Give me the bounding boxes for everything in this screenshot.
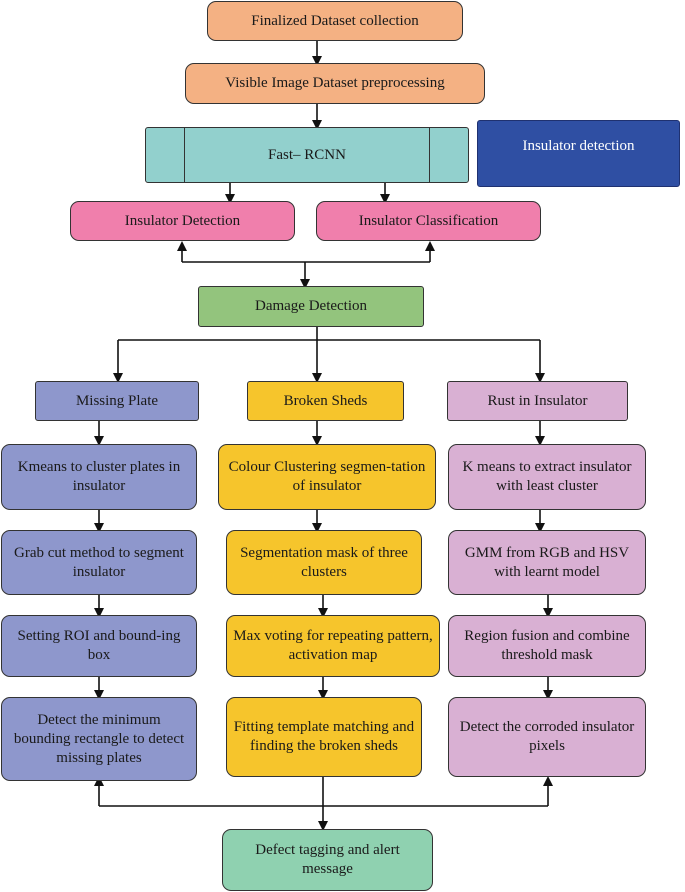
fast-rcnn-label: Fast– RCNN (268, 146, 346, 163)
grab-cut-box: Grab cut method to segment insulator (1, 530, 197, 595)
colour-clustering-label: Colour Clustering segmen-tation of insul… (228, 459, 426, 494)
template-matching-label: Fitting template matching and finding th… (233, 719, 415, 754)
gmm-box: GMM from RGB and HSV with learnt model (448, 530, 646, 595)
kmeans-cluster-plates-label: Kmeans to cluster plates in insulator (17, 459, 181, 494)
defect-tagging-label: Defect tagging and alert message (255, 842, 400, 877)
rust-in-insulator-box: Rust in Insulator (447, 381, 628, 421)
segmentation-mask-box: Segmentation mask of three clusters (226, 530, 422, 595)
fast-rcnn-left-bar (184, 128, 185, 182)
missing-plate-box: Missing Plate (35, 381, 199, 421)
corroded-pixels-label: Detect the corroded insulator pixels (459, 719, 635, 754)
preprocessing-label: Visible Image Dataset preprocessing (225, 75, 445, 91)
missing-plate-label: Missing Plate (75, 392, 159, 409)
grab-cut-label: Grab cut method to segment insulator (14, 544, 184, 580)
defect-tagging-box: Defect tagging and alert message (222, 829, 433, 891)
insulator-detection-label: Insulator Detection (124, 212, 241, 229)
max-voting-box: Max voting for repeating pattern, activa… (226, 615, 440, 677)
finalized-dataset-label: Finalized Dataset collection (251, 12, 419, 29)
insulator-classification-box: Insulator Classification (316, 201, 541, 241)
preprocessing-box: Visible Image Dataset preprocessing (185, 63, 485, 104)
broken-sheds-label: Broken Sheds (283, 392, 368, 409)
broken-sheds-box: Broken Sheds (247, 381, 404, 421)
colour-clustering-box: Colour Clustering segmen-tation of insul… (218, 444, 436, 510)
fast-rcnn-right-bar (429, 128, 430, 182)
kmeans-extract-label: K means to extract insulator with least … (462, 459, 632, 494)
min-bounding-rectangle-label: Detect the minimum bounding rectangle to… (13, 711, 185, 766)
region-fusion-box: Region fusion and combine threshold mask (448, 615, 646, 677)
max-voting-label: Max voting for repeating pattern, activa… (233, 628, 433, 663)
damage-detection-label: Damage Detection (254, 298, 368, 314)
insulator-classification-label: Insulator Classification (358, 212, 499, 229)
insulator-detection-box: Insulator Detection (70, 201, 295, 241)
region-fusion-label: Region fusion and combine threshold mask (464, 628, 630, 663)
segmentation-mask-label: Segmentation mask of three clusters (240, 544, 408, 580)
insulator-detection-note-box: Insulator detection (477, 120, 680, 187)
gmm-label: GMM from RGB and HSV with learnt model (464, 544, 630, 580)
fast-rcnn-box: Fast– RCNN (145, 127, 469, 183)
min-bounding-rectangle-box: Detect the minimum bounding rectangle to… (1, 697, 197, 781)
finalized-dataset-box: Finalized Dataset collection (207, 1, 463, 41)
insulator-detection-note-label: Insulator detection (522, 138, 635, 154)
kmeans-cluster-plates-box: Kmeans to cluster plates in insulator (1, 444, 197, 510)
roi-bounding-label: Setting ROI and bound-ing box (17, 628, 181, 663)
roi-bounding-box: Setting ROI and bound-ing box (1, 615, 197, 677)
damage-detection-box: Damage Detection (198, 286, 424, 327)
rust-in-insulator-label: Rust in Insulator (487, 392, 588, 409)
template-matching-box: Fitting template matching and finding th… (226, 697, 422, 777)
kmeans-extract-box: K means to extract insulator with least … (448, 444, 646, 510)
corroded-pixels-box: Detect the corroded insulator pixels (448, 697, 646, 777)
